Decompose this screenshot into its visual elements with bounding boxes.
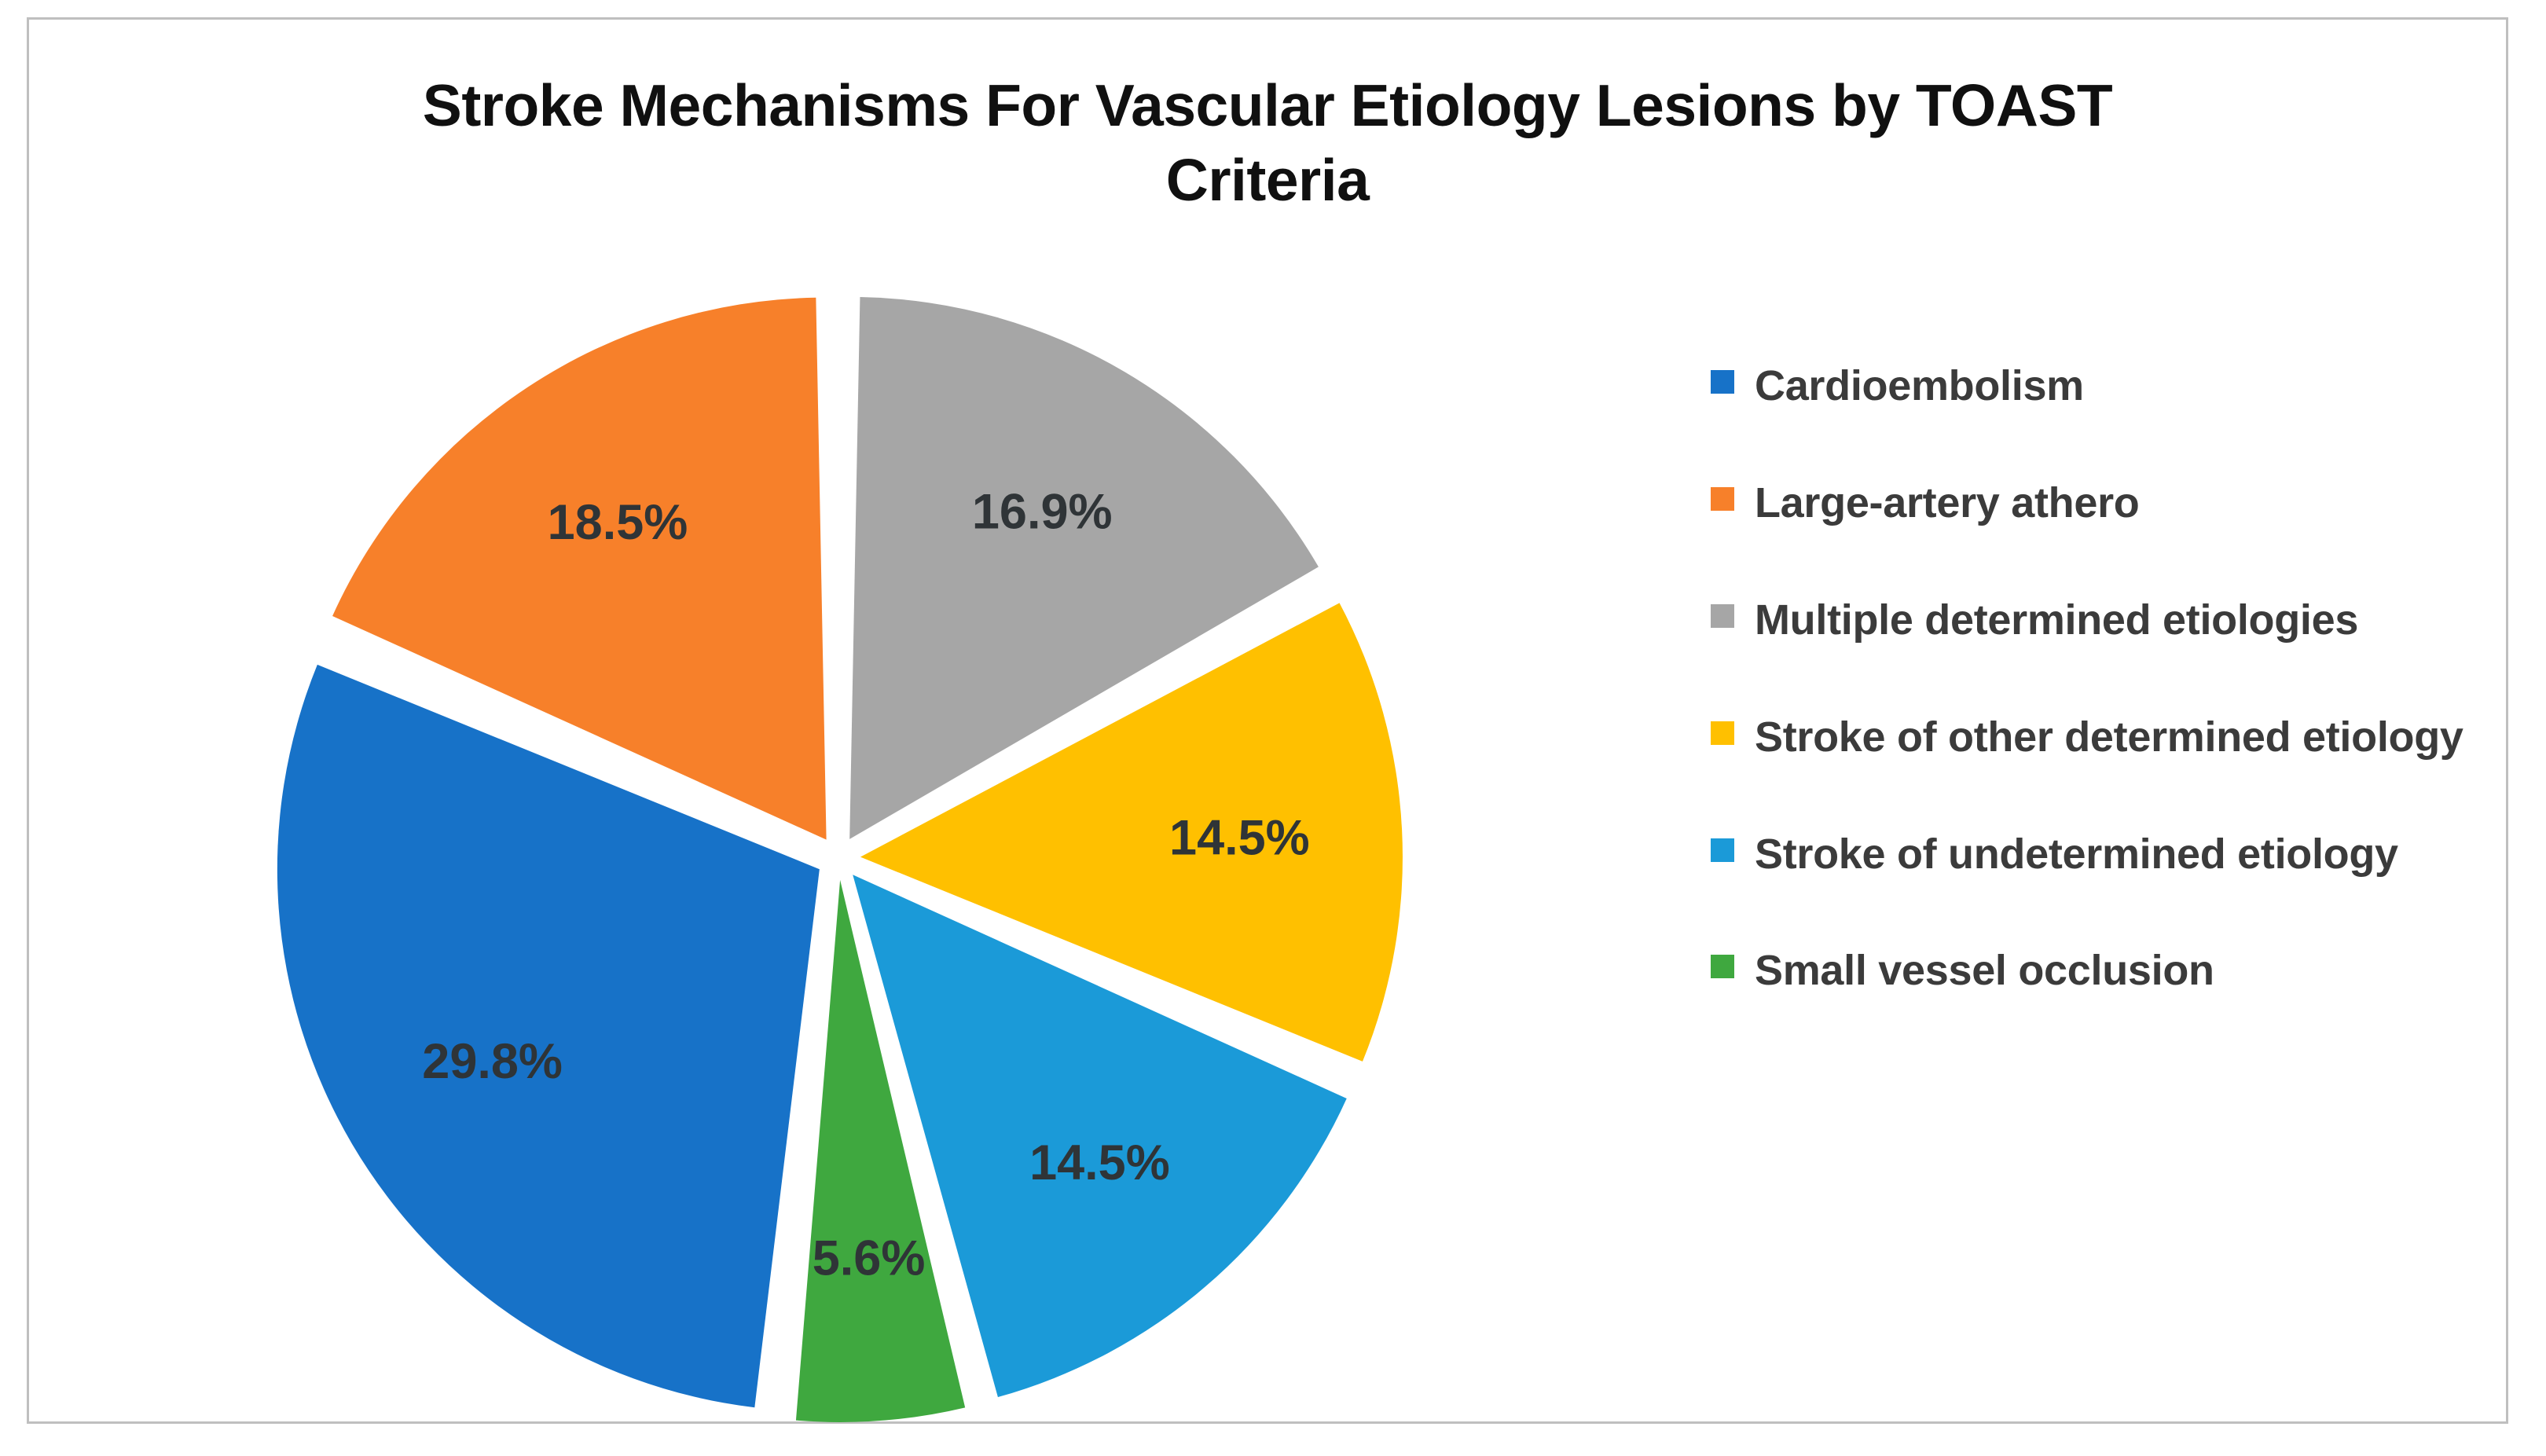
legend-swatch-icon bbox=[1711, 603, 1734, 628]
legend-item-label: Cardioembolism bbox=[1755, 362, 2084, 409]
pie-slice-label-multiple-determined-etiologies: 16.9% bbox=[972, 485, 1113, 540]
legend-item[interactable]: Small vessel occlusion bbox=[1711, 942, 2481, 999]
pie-slice-label-stroke-of-other-determined-etiology: 14.5% bbox=[1169, 810, 1310, 865]
pie-slice-multiple-determined-etiologies[interactable] bbox=[849, 296, 1319, 839]
legend-item[interactable]: Large-artery athero bbox=[1711, 475, 2481, 532]
legend-item-label: Large-artery athero bbox=[1755, 479, 2140, 526]
legend-item-label: Stroke of other determined etiology bbox=[1755, 713, 2463, 761]
legend-swatch-icon bbox=[1711, 370, 1734, 394]
chart-title-line-2: Criteria bbox=[1165, 146, 1370, 213]
legend-item[interactable]: Stroke of undetermined etiology bbox=[1711, 826, 2481, 883]
legend-item[interactable]: Cardioembolism bbox=[1711, 358, 2481, 415]
pie-slice-small-vessel-occlusion[interactable] bbox=[795, 879, 966, 1422]
pie-label-group: 16.9% 14.5% 14.5% 5.6% 29.8% 18.5% bbox=[422, 485, 1309, 1286]
legend-swatch-icon bbox=[1711, 838, 1734, 862]
legend-swatch-icon bbox=[1711, 955, 1734, 979]
pie-slice-label-stroke-of-undetermined-etiology: 14.5% bbox=[1029, 1135, 1170, 1190]
legend-item-label: Small vessel occlusion bbox=[1755, 947, 2214, 995]
pie-chart-svg: 16.9% 14.5% 14.5% 5.6% 29.8% 18.5% bbox=[277, 296, 1403, 1422]
pie-slice-label-small-vessel-occlusion: 5.6% bbox=[813, 1231, 926, 1286]
legend-item-label: Multiple determined etiologies bbox=[1755, 596, 2359, 644]
chart-title-line-1: Stroke Mechanisms For Vascular Etiology … bbox=[422, 72, 2113, 138]
chart-frame: Stroke Mechanisms For Vascular Etiology … bbox=[27, 17, 2508, 1424]
chart-title: Stroke Mechanisms For Vascular Etiology … bbox=[29, 68, 2506, 217]
pie-slice-large-artery-athero[interactable] bbox=[332, 297, 827, 840]
pie-slice-stroke-of-undetermined-etiology[interactable] bbox=[853, 875, 1347, 1398]
legend-swatch-icon bbox=[1711, 721, 1734, 745]
pie-slice-label-large-artery-athero: 18.5% bbox=[548, 495, 688, 550]
pie-chart-plot-area: 16.9% 14.5% 14.5% 5.6% 29.8% 18.5% bbox=[277, 296, 1451, 1422]
legend-swatch-icon bbox=[1711, 486, 1734, 511]
pie-slice-cardioembolism[interactable] bbox=[277, 664, 820, 1408]
pie-slice-stroke-of-other-determined-etiology[interactable] bbox=[860, 603, 1403, 1062]
pie-slice-group bbox=[277, 296, 1403, 1422]
legend-item[interactable]: Multiple determined etiologies bbox=[1711, 592, 2481, 649]
legend-item-label: Stroke of undetermined etiology bbox=[1755, 830, 2398, 878]
legend-item[interactable]: Stroke of other determined etiology bbox=[1711, 709, 2481, 766]
pie-slice-label-cardioembolism: 29.8% bbox=[422, 1034, 563, 1089]
